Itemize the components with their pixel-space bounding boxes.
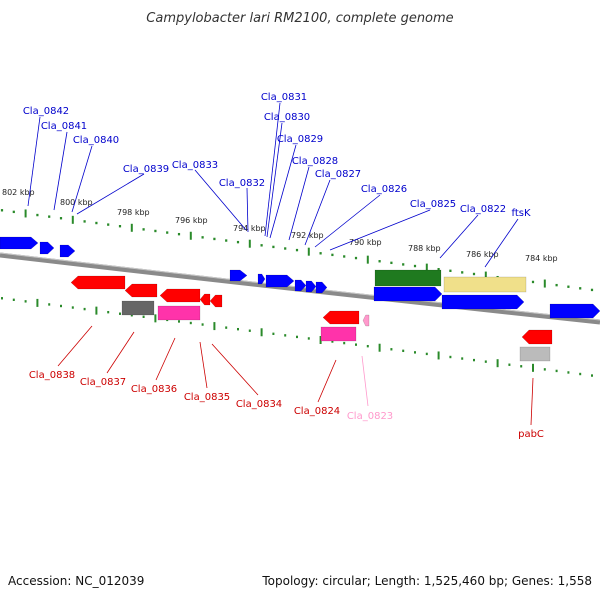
- gene-arrow-reverse: [124, 283, 158, 298]
- gene-label-forward: Cla_0839: [123, 164, 169, 175]
- feature-block: [320, 326, 357, 342]
- label-leader-lines: [27, 102, 534, 426]
- scale-label: 790 kbp: [349, 238, 382, 247]
- leader-line: [314, 194, 381, 248]
- scale-label: 802 kbp: [2, 188, 35, 197]
- gene-arrow-forward: [373, 286, 443, 302]
- gene-arrow-forward: [0, 236, 39, 250]
- gene-arrow-reverse: [322, 310, 360, 325]
- gene-label-reverse: Cla_0836: [131, 384, 177, 395]
- gene-label-forward: Cla_0842: [23, 106, 69, 117]
- leader-line: [106, 331, 135, 374]
- leader-line: [76, 173, 145, 215]
- leader-line: [211, 343, 259, 396]
- leader-line: [530, 377, 534, 426]
- gene-label-forward: Cla_0832: [219, 178, 265, 189]
- leader-line: [71, 145, 93, 213]
- feature-block: [519, 346, 551, 362]
- leader-line: [246, 187, 249, 233]
- gene-arrow-forward: [39, 241, 55, 255]
- gene-arrow-reverse: [521, 329, 553, 345]
- gene-label-forward: Cla_0827: [315, 169, 361, 180]
- gene-label-forward: Cla_0829: [277, 134, 323, 145]
- leader-line: [199, 341, 208, 389]
- gene-arrow-forward: [441, 294, 525, 310]
- scale-label: 788 kbp: [408, 244, 441, 253]
- leader-line: [53, 131, 68, 211]
- gene-label-forward: Cla_0826: [361, 184, 407, 195]
- feature-block: [374, 269, 442, 287]
- leader-line: [317, 359, 337, 403]
- summary-footer: Topology: circular; Length: 1,525,460 bp…: [261, 574, 592, 588]
- leader-line: [304, 179, 331, 246]
- leader-line: [484, 218, 519, 268]
- gene-arrow-forward: [305, 280, 317, 293]
- gene-label-forward: Cla_0841: [41, 121, 87, 132]
- gene-label-reverse: Cla_0838: [29, 370, 75, 381]
- leader-line: [155, 337, 176, 381]
- leader-line: [264, 102, 281, 237]
- feature-block: [157, 305, 201, 321]
- leader-line: [194, 169, 247, 231]
- gene-arrow-forward: [59, 244, 76, 258]
- gene-label-forward: Cla_0822: [460, 204, 506, 215]
- gene-arrow-forward: [315, 281, 328, 294]
- feature-block: [121, 300, 155, 316]
- gene-arrow-reverse: [159, 288, 201, 303]
- scale-label: 800 kbp: [60, 198, 93, 207]
- leader-line: [266, 122, 283, 238]
- gene-label-reverse: Cla_0835: [184, 392, 230, 403]
- gene-label-forward: Cla_0828: [292, 156, 338, 167]
- scale-labels: 802 kbp 800 kbp 798 kbp 796 kbp 794 kbp 792 k…: [2, 188, 558, 263]
- leader-line: [57, 325, 93, 367]
- feature-block: [443, 276, 527, 293]
- gene-arrow-reverse: [209, 294, 223, 308]
- scale-label: 786 kbp: [466, 250, 499, 259]
- gene-arrow-forward: [294, 279, 307, 292]
- gene-label-forward: Cla_0831: [261, 92, 307, 103]
- leader-line: [361, 355, 369, 407]
- gene-label-forward: Cla_0825: [410, 199, 456, 210]
- gene-arrow-reverse: [362, 314, 370, 327]
- gene-arrow-forward: [549, 303, 600, 319]
- scale-label: 794 kbp: [233, 224, 266, 233]
- scale-label: 796 kbp: [175, 216, 208, 225]
- scale-label: 798 kbp: [117, 208, 150, 217]
- gene-arrow-forward: [257, 273, 266, 285]
- accession-footer: Accession: NC_012039: [8, 574, 144, 588]
- scale-label: 784 kbp: [525, 254, 558, 263]
- gene-label-forward: Cla_0840: [73, 135, 119, 146]
- gene-arrow-forward: [229, 269, 248, 282]
- leader-line: [269, 144, 297, 239]
- gene-arrow-reverse: [70, 275, 126, 290]
- scale-label: 792 kbp: [291, 231, 324, 240]
- gene-arrow-reverse: [199, 293, 211, 306]
- leader-line: [439, 214, 479, 259]
- gene-features: [0, 236, 600, 362]
- gene-label-reverse: Cla_0834: [236, 399, 282, 410]
- gene-label-forward: Cla_0830: [264, 112, 310, 123]
- gene-label-reverse: Cla_0824: [294, 406, 340, 417]
- inner-scale-ticks: [1, 297, 593, 377]
- gene-label-forward: ftsK: [511, 208, 530, 219]
- leader-line: [288, 166, 310, 241]
- gene-label-forward: Cla_0833: [172, 160, 218, 171]
- gene-arrow-forward: [265, 274, 295, 288]
- map-title: Campylobacter lari RM2100, complete geno…: [146, 11, 453, 26]
- gene-label-reverse: Cla_0823: [347, 411, 393, 422]
- leader-line: [27, 116, 41, 207]
- leader-line: [329, 209, 431, 251]
- gene-label-reverse: pabC: [518, 429, 544, 440]
- gene-label-reverse: Cla_0837: [80, 377, 126, 388]
